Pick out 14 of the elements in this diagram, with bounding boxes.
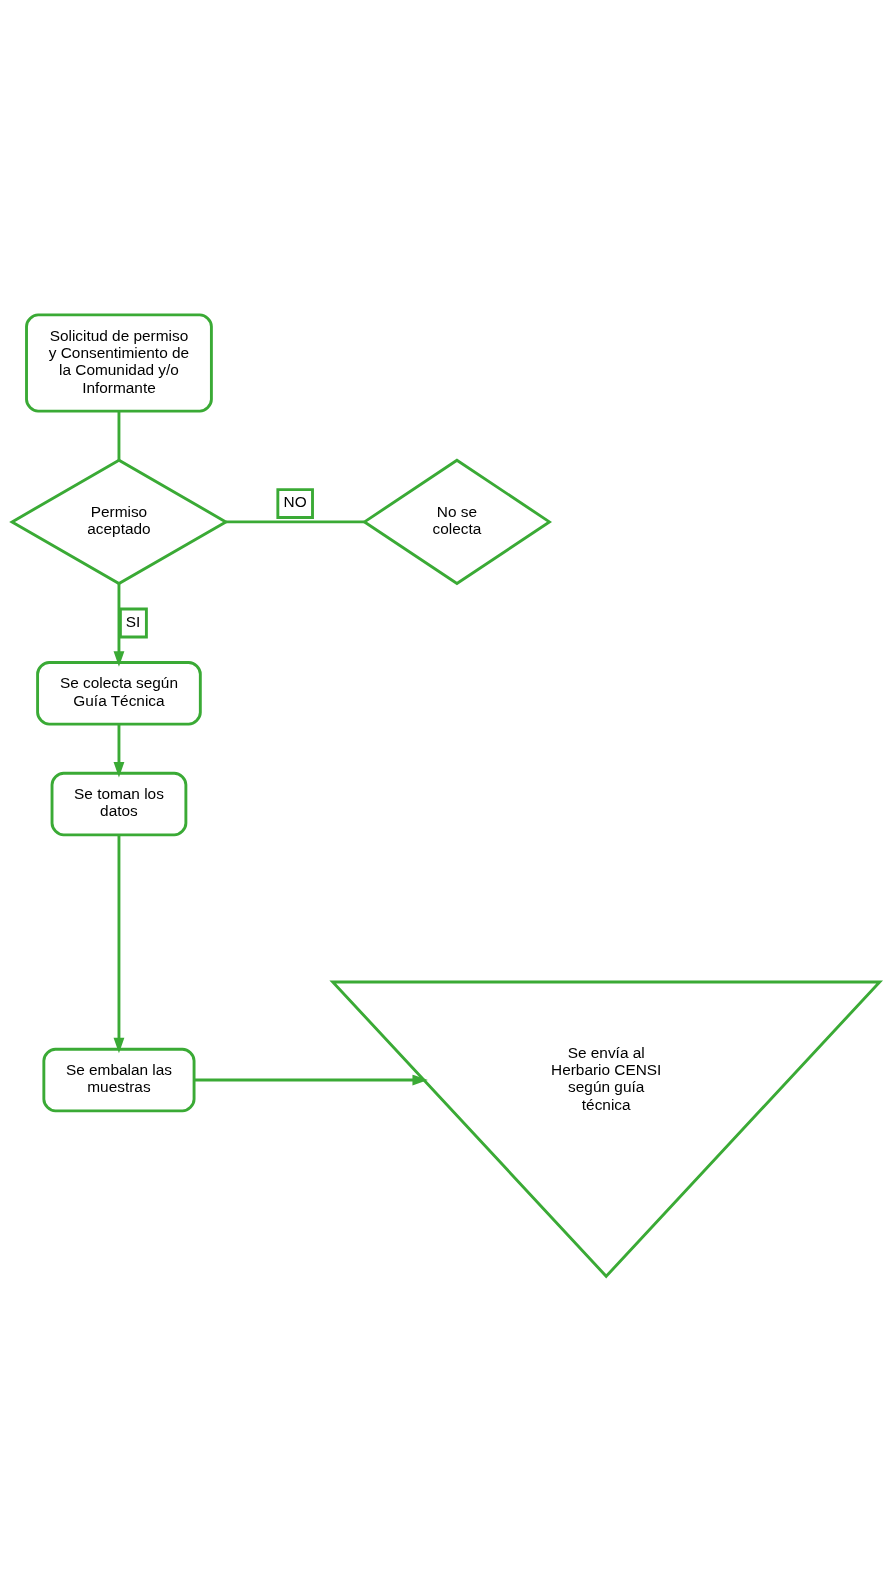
node-box: Se colecta según Guía Técnica (36, 661, 202, 726)
node-box: Se toman los datos (50, 771, 188, 837)
arrow (113, 583, 125, 667)
connector (225, 520, 365, 524)
arrow (113, 724, 125, 778)
arrow (113, 834, 125, 1054)
node-diamond: Permiso aceptado (9, 458, 229, 586)
edge-label: SI (125, 612, 141, 630)
arrow (194, 1074, 428, 1086)
connector (117, 411, 121, 461)
node-box: Solicitud de permiso y Consentimiento de la Comunidad y/o Informante (25, 313, 213, 413)
edge-label: NO (283, 493, 307, 511)
node-box: Se embalan las muestras (42, 1047, 196, 1113)
node-diamond: No se colecta (361, 458, 552, 586)
